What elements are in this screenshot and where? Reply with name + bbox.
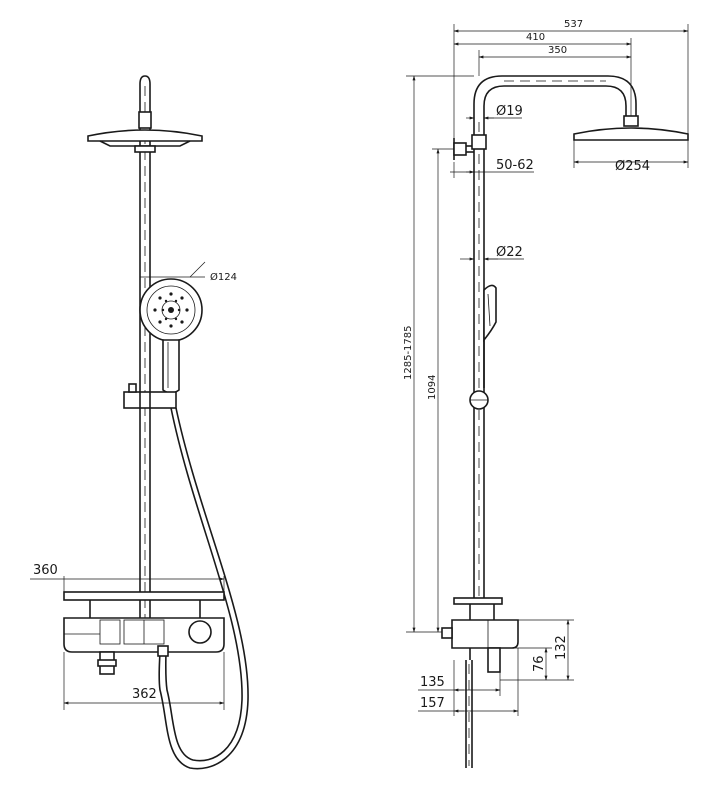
nozzle-pattern	[153, 292, 189, 328]
mixer-height-dimension: 132	[500, 619, 574, 681]
side-hand-shower	[483, 284, 497, 388]
front-spout	[97, 645, 169, 675]
side-wall-bracket	[453, 138, 474, 160]
front-view: Ø124	[30, 75, 249, 770]
body-width-label: 362	[132, 687, 157, 702]
height-range-label: 1285-1785	[403, 325, 414, 380]
side-view: 537 410 350 Ø19 50-62	[403, 19, 689, 768]
spout-projection-dimension: 135	[418, 660, 501, 696]
riser-height-label: 1094	[427, 375, 438, 400]
spout-height-label: 76	[532, 655, 547, 672]
hand-shower-diameter-label: Ø124	[210, 271, 237, 283]
front-slider-bracket	[123, 383, 177, 409]
riser-height-dimension: 1094	[427, 148, 454, 633]
bracket-adjust-label: 50-62	[496, 158, 534, 173]
arm-depth-label: 410	[526, 32, 545, 43]
arm-tube-diameter-label: Ø19	[496, 104, 523, 119]
side-shower-arm	[473, 75, 637, 120]
head-diameter-label: Ø254	[615, 159, 650, 174]
arm-length-dimension: 350	[478, 45, 632, 76]
side-spout	[469, 647, 501, 673]
head-diameter-dimension: Ø254	[573, 159, 689, 174]
shelf-width-dimension: 360	[30, 563, 225, 592]
height-range-dimension: 1285-1785	[403, 75, 474, 633]
body-width-dimension: 362	[63, 652, 225, 710]
shelf-width-label: 360	[33, 563, 58, 578]
side-slider-knob	[469, 390, 489, 410]
mixer-projection-label: 157	[420, 696, 445, 711]
spout-height-dimension: 76	[500, 647, 552, 681]
arm-depth-dimension: 410	[453, 32, 632, 116]
front-shelf	[63, 591, 225, 618]
mixer-projection-dimension: 157	[418, 648, 519, 716]
riser-diameter-dimension: Ø22	[460, 245, 524, 261]
side-hose	[465, 660, 473, 768]
spout-projection-label: 135	[420, 675, 445, 690]
front-hand-shower	[139, 278, 203, 394]
bracket-adjust-dimension: 50-62	[450, 158, 534, 178]
front-rain-shower-head	[87, 129, 203, 153]
front-hose	[158, 407, 249, 770]
side-mixer-body	[441, 619, 519, 649]
arm-tube-diameter-dimension: Ø19	[466, 104, 523, 120]
arm-length-label: 350	[548, 45, 567, 56]
side-shelf	[453, 597, 503, 620]
riser-diameter-label: Ø22	[496, 245, 523, 260]
front-mixer-body	[63, 617, 225, 653]
front-riser-pipe	[138, 75, 152, 620]
total-depth-label: 537	[564, 19, 583, 30]
mixer-height-label: 132	[554, 635, 569, 660]
hand-shower-diameter-dimension: Ø124	[140, 261, 237, 283]
